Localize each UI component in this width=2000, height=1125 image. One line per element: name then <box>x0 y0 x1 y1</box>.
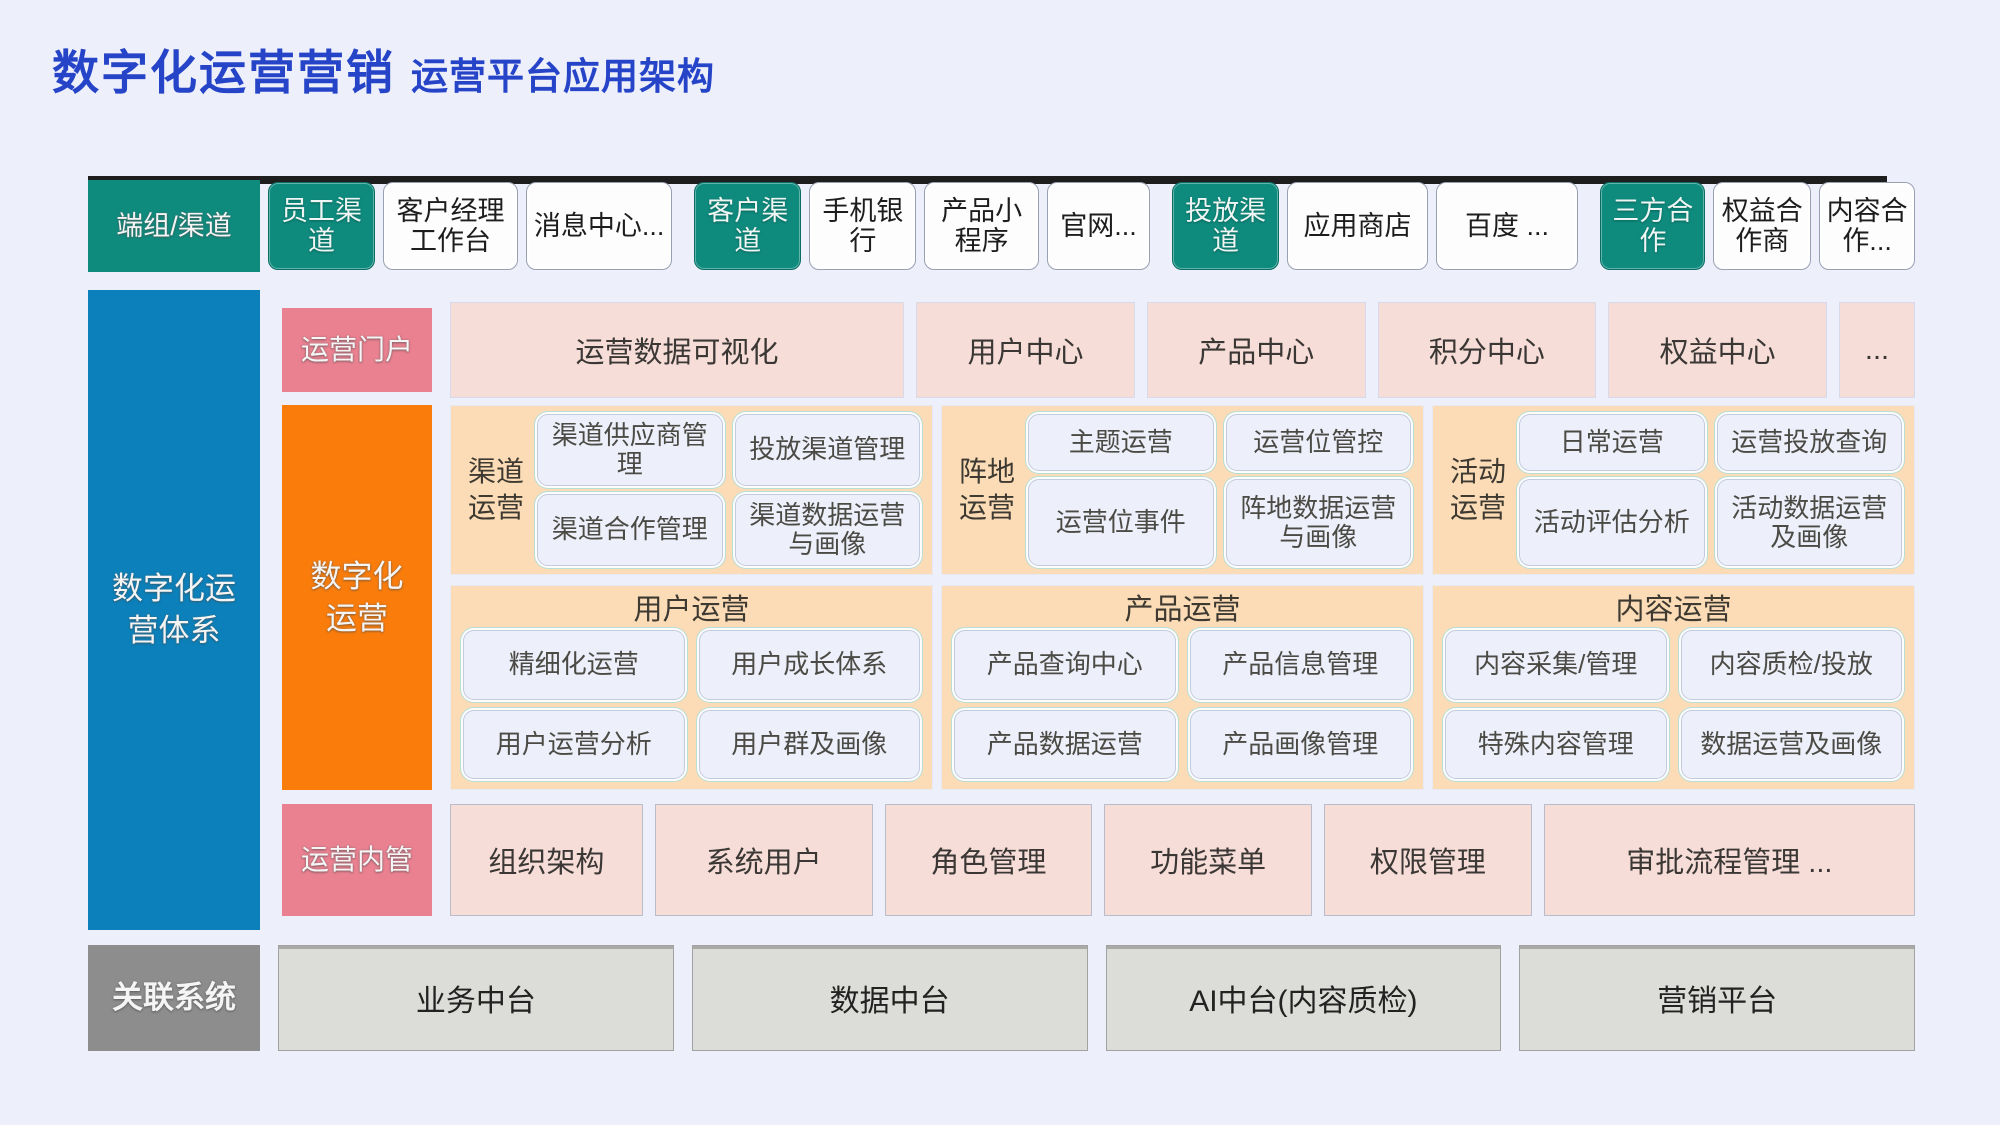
section-title: 产品运营 <box>1124 594 1241 626</box>
admin-item: 审批流程管理 ... <box>1543 804 1915 916</box>
capability-box: 产品画像管理 <box>1189 709 1411 779</box>
operation-row-label: 数字化运营 <box>282 405 432 790</box>
admin-item: 权限管理 <box>1324 804 1532 916</box>
capability-box: 活动评估分析 <box>1519 479 1705 566</box>
admin-item: 功能菜单 <box>1104 804 1312 916</box>
section-channel-operation: 渠道运营 渠道供应商管理 投放渠道管理 渠道合作管理 渠道数据运营与画像 <box>450 405 933 575</box>
capability-box: 主题运营 <box>1028 414 1214 472</box>
capability-box: 内容采集/管理 <box>1445 630 1667 700</box>
capability-box: 用户群及画像 <box>698 709 920 779</box>
capability-box: 产品信息管理 <box>1189 630 1411 700</box>
channel-item: 三方合作 <box>1600 182 1706 270</box>
capability-box: 渠道数据运营与画像 <box>734 494 920 566</box>
page-title-sub: 运营平台应用架构 <box>411 56 715 97</box>
capability-box: 投放渠道管理 <box>734 414 920 486</box>
portal-item: 运营数据可视化 <box>450 302 905 398</box>
capability-box: 产品数据运营 <box>954 709 1176 779</box>
capability-box: 内容质检/投放 <box>1680 630 1902 700</box>
portal-item: 产品中心 <box>1146 302 1366 398</box>
operation-sections: 渠道运营 渠道供应商管理 投放渠道管理 渠道合作管理 渠道数据运营与画像 阵地运… <box>450 405 1915 790</box>
channel-item: 权益合作商 <box>1713 182 1812 270</box>
channel-item: 客户渠道 <box>694 182 802 270</box>
capability-box: 运营位管控 <box>1225 414 1411 472</box>
channel-item: 官网... <box>1046 182 1151 270</box>
related-systems-items: 业务中台 数据中台 AI中台(内容质检) 营销平台 <box>278 945 1915 1051</box>
capability-box: 渠道合作管理 <box>537 494 723 566</box>
channel-item: 应用商店 <box>1287 182 1428 270</box>
section-side-title: 渠道运营 <box>467 455 524 523</box>
system-sidebar-label: 数字化运营体系 <box>88 290 260 930</box>
section-activity-operation: 活动运营 日常运营 运营投放查询 活动评估分析 活动数据运营及画像 <box>1432 405 1915 575</box>
related-systems-row: 关联系统 业务中台 数据中台 AI中台(内容质检) 营销平台 <box>88 945 1915 1051</box>
top-dark-bar <box>88 176 1887 184</box>
capability-box: 精细化运营 <box>463 630 685 700</box>
section-user-operation: 用户运营 精细化运营 用户成长体系 用户运营分析 用户群及画像 <box>450 585 933 790</box>
section-title: 用户运营 <box>633 594 750 626</box>
capability-box: 用户运营分析 <box>463 709 685 779</box>
section-side-title: 活动运营 <box>1449 455 1506 523</box>
system-content: 运营门户 运营数据可视化 用户中心 产品中心 积分中心 权益中心 ... 数字化… <box>272 290 1916 930</box>
channel-item: 员工渠道 <box>268 182 376 270</box>
channel-item: 产品小程序 <box>924 182 1039 270</box>
operation-band-lower: 用户运营 精细化运营 用户成长体系 用户运营分析 用户群及画像 产品运营 <box>450 585 1915 790</box>
channel-item: 客户经理工作台 <box>383 182 519 270</box>
channels-row-label: 端组/渠道 <box>88 180 260 272</box>
portal-row-label: 运营门户 <box>282 308 432 392</box>
admin-item: 角色管理 <box>884 804 1093 916</box>
digital-operation-system: 数字化运营体系 运营门户 运营数据可视化 用户中心 产品中心 积分中心 权益中心… <box>88 290 1916 930</box>
capability-box: 用户成长体系 <box>698 630 920 700</box>
section-position-operation: 阵地运营 主题运营 运营位管控 运营位事件 阵地数据运营与画像 <box>941 405 1424 575</box>
capability-box: 渠道供应商管理 <box>537 414 723 486</box>
capability-box: 数据运营及画像 <box>1680 709 1902 779</box>
portal-items: 运营数据可视化 用户中心 产品中心 积分中心 权益中心 ... <box>450 302 1916 398</box>
capability-box: 运营投放查询 <box>1716 414 1902 472</box>
admin-row: 运营内管 组织架构 系统用户 角色管理 功能菜单 权限管理 审批流程管理 ... <box>272 800 1915 920</box>
channel-item: 投放渠道 <box>1172 182 1280 270</box>
page-title: 数字化运营营销运营平台应用架构 <box>52 34 715 103</box>
capability-box: 特殊内容管理 <box>1445 709 1667 779</box>
related-system: 业务中台 <box>278 945 674 1051</box>
admin-items: 组织架构 系统用户 角色管理 功能菜单 权限管理 审批流程管理 ... <box>450 804 1915 916</box>
admin-item: 系统用户 <box>654 804 873 916</box>
section-product-operation: 产品运营 产品查询中心 产品信息管理 产品数据运营 产品画像管理 <box>941 585 1424 790</box>
capability-box: 产品查询中心 <box>954 630 1176 700</box>
section-title: 内容运营 <box>1615 594 1732 626</box>
portal-item: 权益中心 <box>1608 302 1827 398</box>
capability-box: 运营位事件 <box>1028 479 1214 566</box>
portal-row: 运营门户 运营数据可视化 用户中心 产品中心 积分中心 权益中心 ... <box>272 302 1916 398</box>
portal-item-more: ... <box>1839 302 1916 398</box>
related-systems-label: 关联系统 <box>88 945 260 1051</box>
capability-box: 日常运营 <box>1519 414 1705 472</box>
capability-box: 阵地数据运营与画像 <box>1225 479 1411 566</box>
admin-row-label: 运营内管 <box>282 804 432 916</box>
section-side-title: 阵地运营 <box>958 455 1015 523</box>
portal-item: 用户中心 <box>916 302 1135 398</box>
related-system: AI中台(内容质检) <box>1105 945 1502 1051</box>
channels-row: 端组/渠道 员工渠道 客户经理工作台 消息中心... 客户渠道 手机银行 产品小… <box>88 176 1915 272</box>
operation-band-upper: 渠道运营 渠道供应商管理 投放渠道管理 渠道合作管理 渠道数据运营与画像 阵地运… <box>450 405 1915 575</box>
page-title-main: 数字化运营营销 <box>52 46 395 99</box>
channel-items: 员工渠道 客户经理工作台 消息中心... 客户渠道 手机银行 产品小程序 官网.… <box>268 180 1915 272</box>
channel-item: 内容合作... <box>1819 182 1915 270</box>
related-system: 数据中台 <box>691 945 1088 1051</box>
admin-item: 组织架构 <box>450 804 643 916</box>
operation-row: 数字化运营 渠道运营 渠道供应商管理 投放渠道管理 渠道合作管理 渠道数据运营与… <box>272 405 1915 790</box>
capability-box: 活动数据运营及画像 <box>1716 479 1902 566</box>
channel-item: 消息中心... <box>526 182 673 270</box>
channel-item: 百度 ... <box>1435 182 1579 270</box>
portal-item: 积分中心 <box>1377 302 1597 398</box>
related-system: 营销平台 <box>1519 945 1915 1051</box>
channel-item: 手机银行 <box>809 182 917 270</box>
section-content-operation: 内容运营 内容采集/管理 内容质检/投放 特殊内容管理 数据运营及画像 <box>1432 585 1915 790</box>
